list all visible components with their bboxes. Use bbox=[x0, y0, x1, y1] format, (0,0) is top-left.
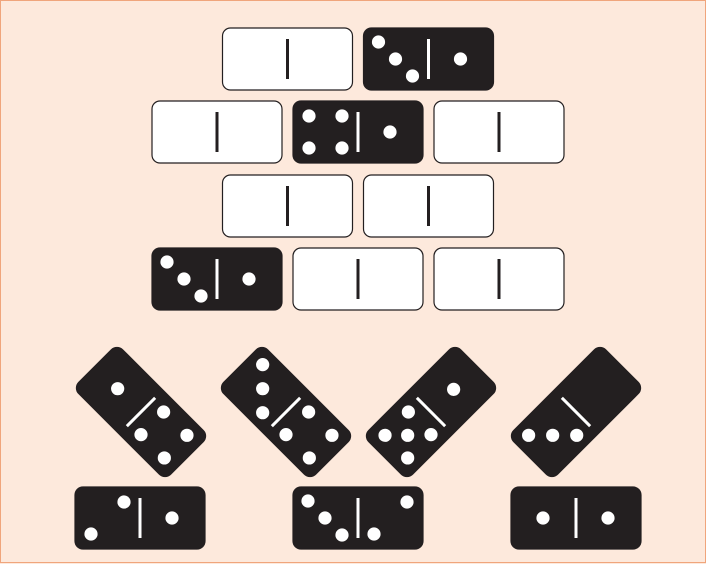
grid-r4-t1-pip bbox=[242, 272, 255, 285]
choice-tilted-domino-1[interactable] bbox=[73, 344, 209, 480]
choice-tilted-domino-2[interactable] bbox=[218, 344, 354, 480]
blank-domino-slot[interactable] bbox=[293, 248, 423, 310]
blank-domino-slot[interactable] bbox=[152, 101, 282, 163]
choice-flat-domino-2[interactable] bbox=[293, 487, 423, 549]
flat-3-pip bbox=[536, 511, 549, 524]
grid-r2-t2-pip bbox=[335, 109, 348, 122]
flat-2-pip bbox=[400, 495, 413, 508]
grid-r2-t2-pip bbox=[335, 141, 348, 154]
grid-r4-t1-pip bbox=[177, 272, 190, 285]
flat-1-pip bbox=[117, 495, 130, 508]
domino-tile bbox=[152, 248, 282, 310]
grid-r2-t2-pip bbox=[302, 109, 315, 122]
grid-r1-t2-pip bbox=[406, 69, 419, 82]
grid-r2-t2-pip bbox=[302, 141, 315, 154]
choice-flat-domino-3[interactable] bbox=[511, 487, 641, 549]
grid-r4-t1-pip bbox=[194, 289, 207, 302]
flat-2-pip bbox=[301, 494, 314, 507]
flat-2-pip bbox=[335, 528, 348, 541]
flat-2-pip bbox=[318, 511, 331, 524]
blank-domino-slot[interactable] bbox=[223, 175, 353, 237]
choice-tilted-domino-4[interactable] bbox=[508, 344, 644, 480]
blank-domino-slot[interactable] bbox=[434, 101, 564, 163]
grid-r1-t2-pip bbox=[454, 52, 467, 65]
grid-r2-t2-pip bbox=[383, 125, 396, 138]
flat-1-pip bbox=[165, 511, 178, 524]
grid-r1-t2-pip bbox=[389, 52, 402, 65]
grid-r1-t2-pip bbox=[372, 35, 385, 48]
flat-1-pip bbox=[84, 527, 97, 540]
flat-2-pip bbox=[367, 527, 380, 540]
blank-domino-slot[interactable] bbox=[364, 175, 494, 237]
flat-3-pip bbox=[601, 511, 614, 524]
domino-tile bbox=[293, 101, 423, 163]
domino-tile bbox=[364, 28, 494, 90]
grid-r4-t1-pip bbox=[160, 255, 173, 268]
choice-tilted-domino-3[interactable] bbox=[363, 344, 499, 480]
choice-flat-domino-1[interactable] bbox=[75, 487, 205, 549]
blank-domino-slot[interactable] bbox=[223, 28, 353, 90]
blank-domino-slot[interactable] bbox=[434, 248, 564, 310]
